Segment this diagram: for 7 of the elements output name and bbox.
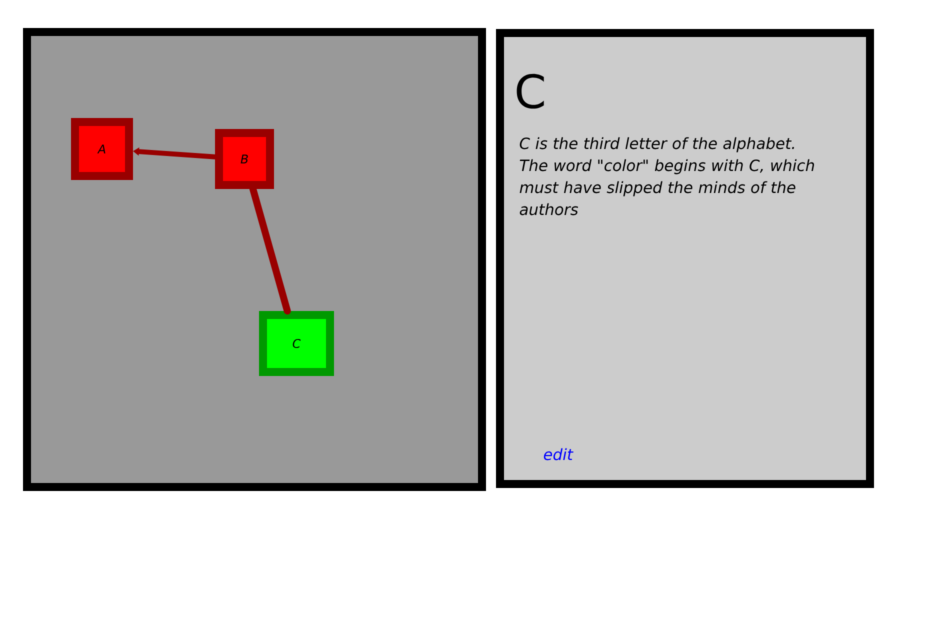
description-text: C is the third letter of the alphabet. The word "color" begins with C, which must have slipped the minds of the authors — [520, 137, 814, 216]
square-node: C — [259, 311, 334, 376]
edit-link: edit — [544, 448, 574, 460]
canvas-panel — [23, 28, 486, 491]
heading: C — [516, 74, 544, 109]
square-node: B — [215, 129, 274, 189]
square-node: A — [71, 118, 133, 180]
